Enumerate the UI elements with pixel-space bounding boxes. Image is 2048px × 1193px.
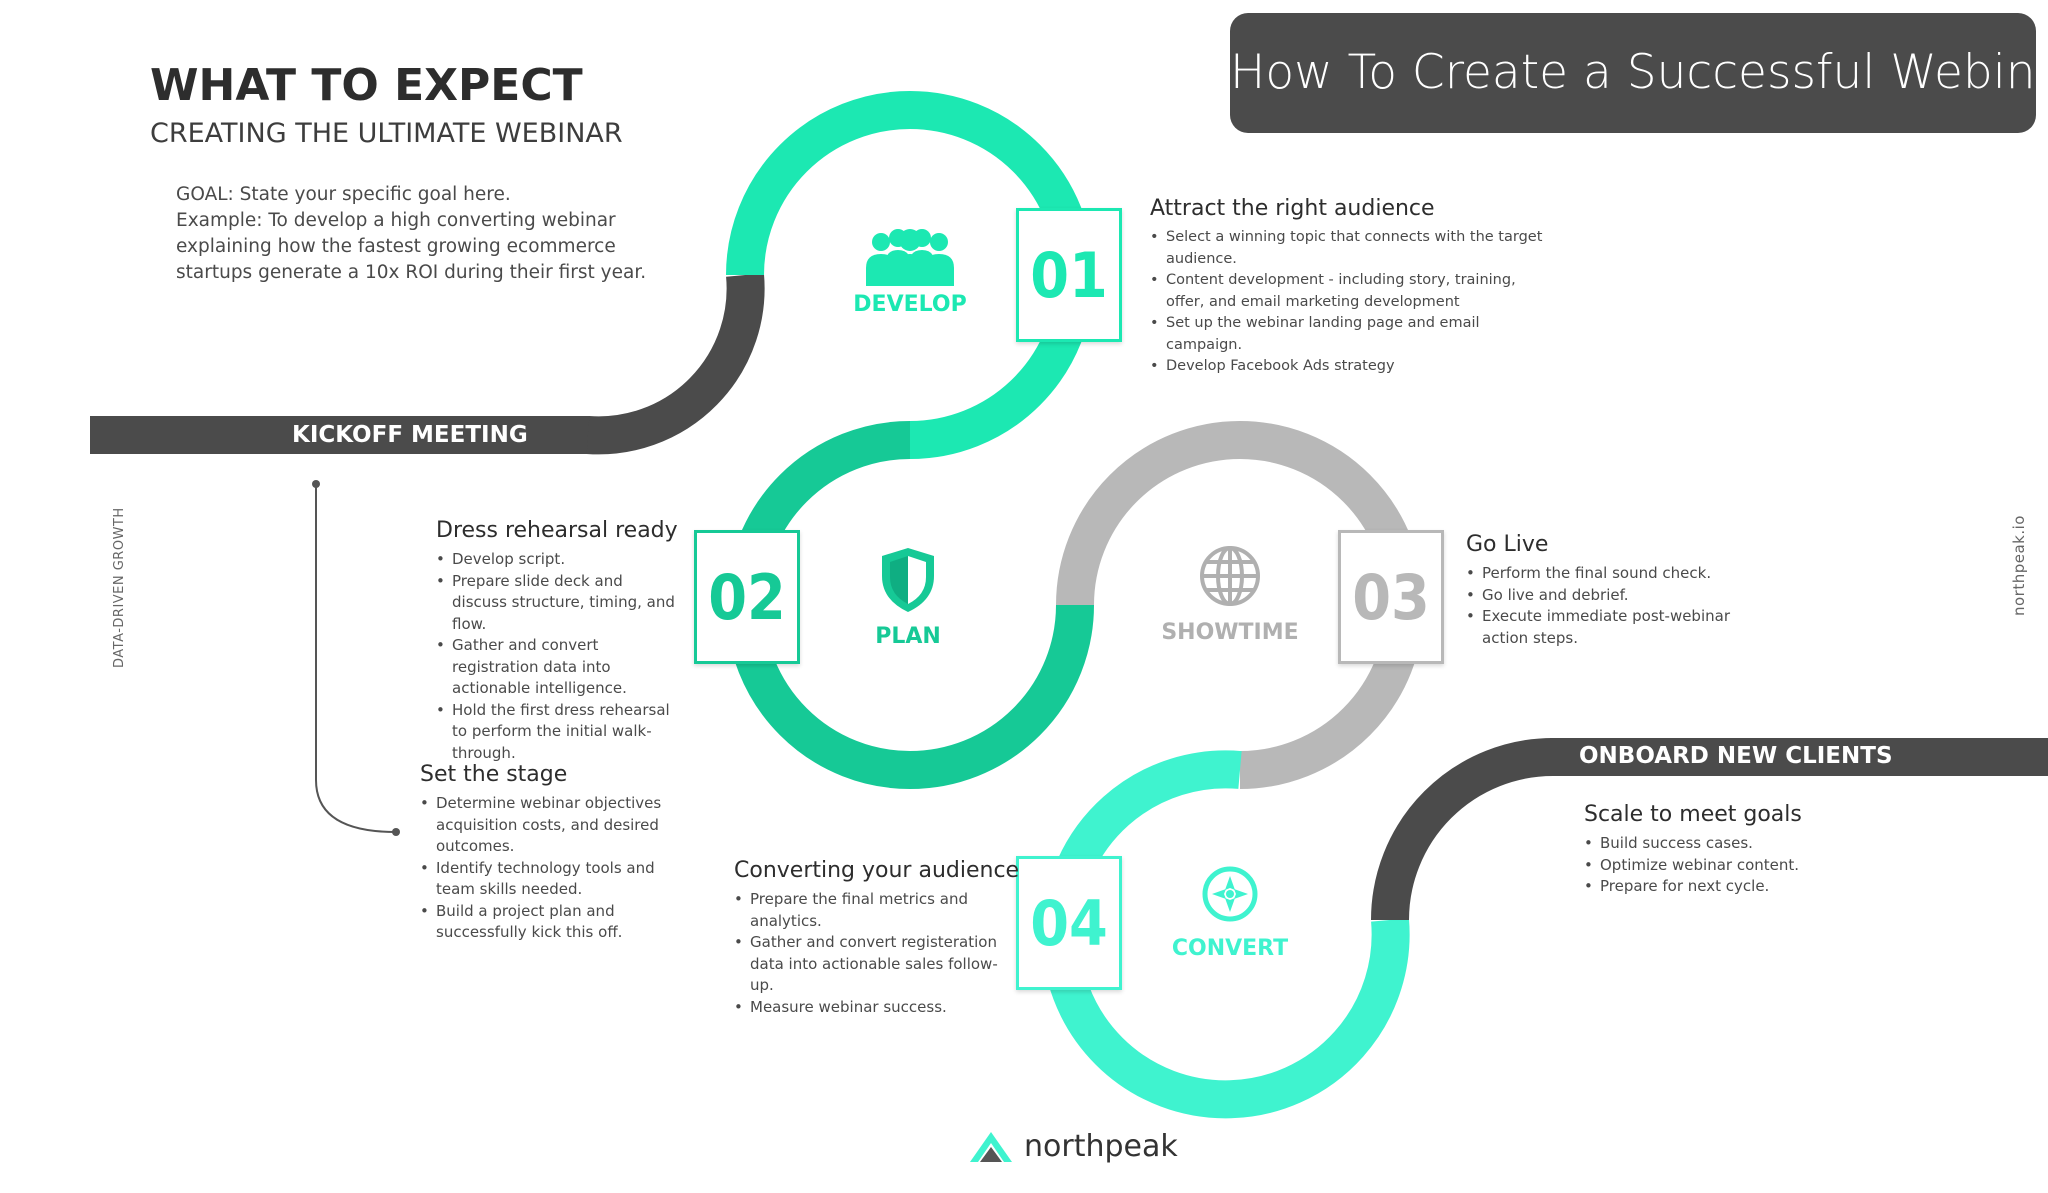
stage-label-showtime: SHOWTIME	[1161, 620, 1299, 645]
list-item: Develop script.	[436, 549, 680, 571]
goal-line: explaining how the fastest growing ecomm…	[176, 236, 616, 257]
scale-title: Scale to meet goals	[1584, 802, 1802, 827]
list-item: Optimize webinar content.	[1584, 855, 1884, 877]
goal-line: GOAL: State your specific goal here.	[176, 184, 511, 205]
onboard-bar	[1550, 738, 2048, 776]
list-item: Prepare for next cycle.	[1584, 876, 1884, 898]
kickoff-connector	[586, 273, 765, 455]
onboard-connector	[1371, 738, 1554, 921]
showtime-arc	[1056, 421, 1424, 789]
brand-name: northpeak	[1024, 1128, 1178, 1164]
list-item: Build a project plan and successfully ki…	[420, 901, 670, 944]
list-item: Set up the webinar landing page and emai…	[1150, 313, 1550, 356]
list-item: Hold the first dress rehearsal to perfor…	[436, 700, 680, 765]
stage-number-03: 03	[1338, 530, 1444, 664]
list-item: Build success cases.	[1584, 833, 1884, 855]
stage-label-convert: CONVERT	[1171, 936, 1289, 961]
list-item: Gather and convert registeration data in…	[734, 932, 1002, 997]
goal-text: GOAL: State your specific goal here. Exa…	[176, 182, 646, 286]
stage-number-01: 01	[1016, 208, 1122, 342]
showtime-title: Go Live	[1466, 532, 1549, 557]
side-text-left: DATA-DRIVEN GROWTH	[112, 507, 127, 668]
goal-line: startups generate a 10x ROI during their…	[176, 262, 647, 283]
scale-description: Scale to meet goals Build success cases.…	[1584, 802, 1884, 898]
kickoff-bar	[90, 416, 590, 454]
list-item: Develop Facebook Ads strategy	[1150, 356, 1550, 378]
develop-title: Attract the right audience	[1150, 196, 1435, 221]
list-item: Prepare slide deck and discuss structure…	[436, 571, 680, 636]
mountain-logo-icon	[970, 1132, 1012, 1162]
develop-bullets: Select a winning topic that connects wit…	[1150, 227, 1550, 378]
page-title: WHAT TO EXPECT	[150, 60, 583, 111]
list-item: Execute immediate post-webinar action st…	[1466, 606, 1736, 649]
list-item: Identify technology tools and team skill…	[420, 858, 670, 901]
stage-label-plan: PLAN	[875, 624, 941, 649]
list-item: Content development - including story, t…	[1150, 270, 1550, 313]
page-subtitle: CREATING THE ULTIMATE WEBINAR	[150, 118, 623, 149]
stage-label-develop: DEVELOP	[853, 292, 967, 317]
develop-description: Attract the right audience Select a winn…	[1150, 196, 1550, 378]
plan-bullets: Develop script. Prepare slide deck and d…	[436, 549, 680, 764]
globe-icon	[1190, 544, 1270, 608]
timeline-dot-top	[312, 480, 320, 488]
list-item: Determine webinar objectives acquisition…	[420, 793, 670, 858]
convert-description: Converting your audience Prepare the fin…	[734, 858, 1020, 1018]
timeline-dot-bottom	[392, 828, 400, 836]
plan-arc-bottom	[726, 604, 1094, 789]
goal-line: Example: To develop a high converting we…	[176, 210, 616, 231]
list-item: Prepare the final metrics and analytics.	[734, 889, 1002, 932]
kickoff-label: KICKOFF MEETING	[292, 422, 528, 448]
set-stage-title: Set the stage	[420, 762, 568, 787]
set-stage-bullets: Determine webinar objectives acquisition…	[420, 793, 670, 944]
shield-icon	[868, 546, 948, 614]
list-item: Go live and debrief.	[1466, 585, 1736, 607]
list-item: Select a winning topic that connects wit…	[1150, 227, 1550, 270]
convert-arc	[1041, 750, 1410, 1119]
stage-number-04: 04	[1016, 856, 1122, 990]
team-icon	[860, 228, 960, 286]
list-item: Gather and convert registration data int…	[436, 635, 680, 700]
list-item: Measure webinar success.	[734, 997, 1002, 1019]
showtime-description: Go Live Perform the final sound check. G…	[1466, 532, 1736, 649]
side-text-right: northpeak.io	[2010, 515, 2028, 616]
stage-number-02: 02	[694, 530, 800, 664]
set-stage-description: Set the stage Determine webinar objectiv…	[420, 762, 670, 944]
plan-title: Dress rehearsal ready	[436, 518, 678, 543]
convert-bullets: Prepare the final metrics and analytics.…	[734, 889, 1002, 1018]
onboard-label: ONBOARD NEW CLIENTS	[1579, 743, 1893, 769]
timeline-connector	[315, 484, 397, 833]
showtime-bullets: Perform the final sound check. Go live a…	[1466, 563, 1736, 649]
plan-description: Dress rehearsal ready Develop script. Pr…	[436, 518, 680, 764]
scale-bullets: Build success cases. Optimize webinar co…	[1584, 833, 1884, 898]
convert-title: Converting your audience	[734, 858, 1020, 883]
develop-arc	[726, 91, 1094, 459]
banner-title: How To Create a Successful Webinar	[1230, 13, 2048, 133]
compass-icon	[1190, 864, 1270, 924]
list-item: Perform the final sound check.	[1466, 563, 1736, 585]
brand-footer: northpeak	[968, 1128, 1178, 1164]
